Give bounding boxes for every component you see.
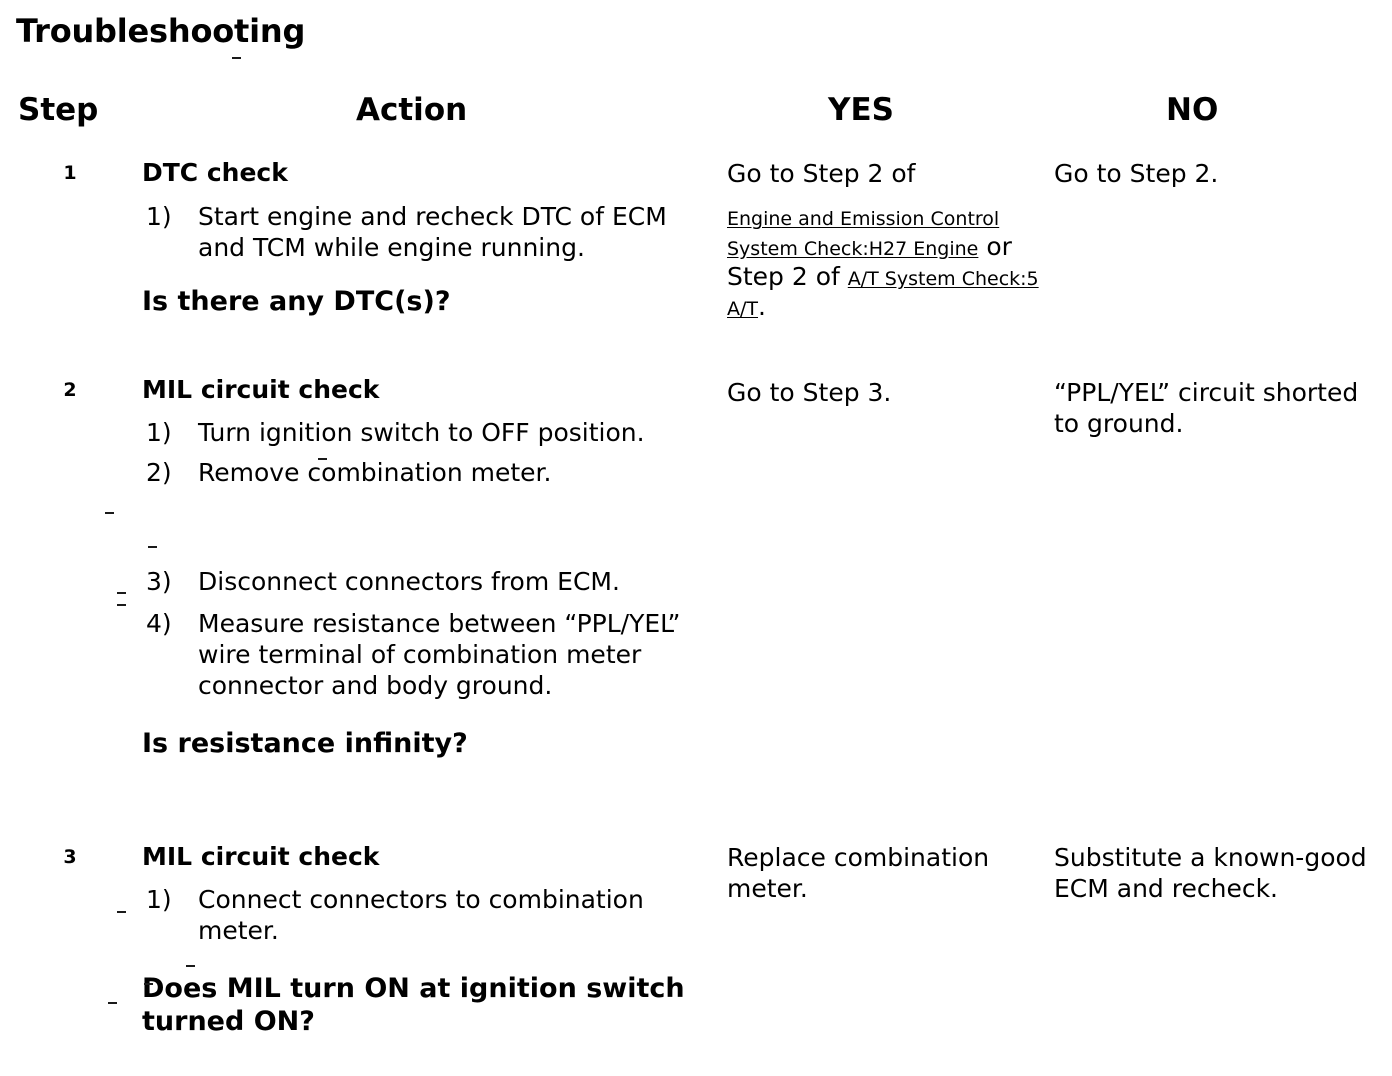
action-step-list: 1) Turn ignition switch to OFF position.… <box>142 417 717 701</box>
list-text: Disconnect connectors from ECM. <box>198 567 620 596</box>
yes-cell: Replace combination meter. <box>727 842 1047 904</box>
action-cell: DTC check 1) Start engine and recheck DT… <box>142 158 717 318</box>
no-text: “PPL/YEL” circuit shorted to ground. <box>1054 378 1359 438</box>
list-item: 1) Start engine and recheck DTC of ECM a… <box>142 201 717 263</box>
list-item: 1) Connect connectors to combination met… <box>142 884 732 946</box>
list-item: 3) Disconnect connectors from ECM. <box>142 566 717 597</box>
action-heading: MIL circuit check <box>142 375 380 404</box>
scan-artifact-dash <box>318 458 327 460</box>
action-heading: MIL circuit check <box>142 842 380 871</box>
scan-artifact-dash <box>117 592 126 594</box>
list-marker: 2) <box>146 458 172 487</box>
column-header-action: Action <box>356 92 468 128</box>
action-heading: DTC check <box>142 158 288 187</box>
list-item: 2) Remove combination meter. <box>142 457 717 488</box>
yes-cell: Go to Step 2 of Engine and Emission Cont… <box>727 158 1047 322</box>
action-question: Does MIL turn ON at ignition switch turn… <box>142 973 685 1037</box>
list-text: Remove combination meter. <box>198 458 552 487</box>
list-marker: 3) <box>146 567 172 596</box>
list-item: 1) Turn ignition switch to OFF position. <box>142 417 717 448</box>
yes-text: Replace combination meter. <box>727 843 990 903</box>
no-cell: “PPL/YEL” circuit shorted to ground. <box>1054 377 1384 439</box>
yes-cell: Go to Step 3. <box>727 377 1047 408</box>
scan-artifact-dash <box>117 604 126 606</box>
scan-artifact-dash <box>108 1002 117 1004</box>
yes-reference-block: Engine and Emission Control System Check… <box>727 207 1047 322</box>
step-number: 2 <box>63 379 77 401</box>
list-marker: 1) <box>146 418 172 447</box>
step-number: 1 <box>63 162 77 184</box>
scan-artifact-dash <box>232 57 241 59</box>
list-marker: 1) <box>146 202 172 231</box>
no-cell: Substitute a known-good ECM and recheck. <box>1054 842 1384 904</box>
scan-artifact-dash <box>144 983 153 985</box>
action-question: Is resistance infinity? <box>142 728 468 759</box>
list-marker: 1) <box>146 885 172 914</box>
list-text: Measure resistance between “PPL/YEL” wir… <box>198 609 681 700</box>
action-cell: MIL circuit check 1) Turn ignition switc… <box>142 375 717 760</box>
no-text: Substitute a known-good ECM and recheck. <box>1054 843 1367 903</box>
column-header-yes: YES <box>828 92 894 128</box>
list-text: Turn ignition switch to OFF position. <box>198 418 645 447</box>
list-text: Start engine and recheck DTC of ECM and … <box>198 202 667 262</box>
yes-lead-text: Go to Step 2 of <box>727 159 916 188</box>
no-text: Go to Step 2. <box>1054 159 1219 188</box>
yes-text: Go to Step 3. <box>727 378 892 407</box>
action-step-list: 1) Connect connectors to combination met… <box>142 884 732 946</box>
page-title: Troubleshooting <box>16 12 306 50</box>
manual-reference-link-engine[interactable]: Engine and Emission Control System Check… <box>727 208 1000 260</box>
scan-artifact-dash <box>186 965 195 967</box>
step-number: 3 <box>63 846 77 868</box>
list-marker: 4) <box>146 609 172 638</box>
list-text: Connect connectors to combination meter. <box>198 885 644 945</box>
scan-artifact-dash <box>105 512 114 514</box>
no-cell: Go to Step 2. <box>1054 158 1384 189</box>
column-header-no: NO <box>1166 92 1219 128</box>
column-header-step: Step <box>18 92 99 128</box>
action-step-list: 1) Start engine and recheck DTC of ECM a… <box>142 201 717 263</box>
yes-middle-text: or Step 2 of <box>727 232 1012 291</box>
manual-reference-link-at[interactable]: A/T System Check:5 A/T <box>727 268 1039 320</box>
list-item: 4) Measure resistance between “PPL/YEL” … <box>142 608 717 701</box>
scan-artifact-dash <box>117 911 126 913</box>
action-cell: MIL circuit check 1) Connect connectors … <box>142 842 732 1038</box>
yes-trailing-period: . <box>758 292 766 321</box>
action-question: Is there any DTC(s)? <box>142 286 451 317</box>
scan-artifact-dash <box>148 546 157 548</box>
